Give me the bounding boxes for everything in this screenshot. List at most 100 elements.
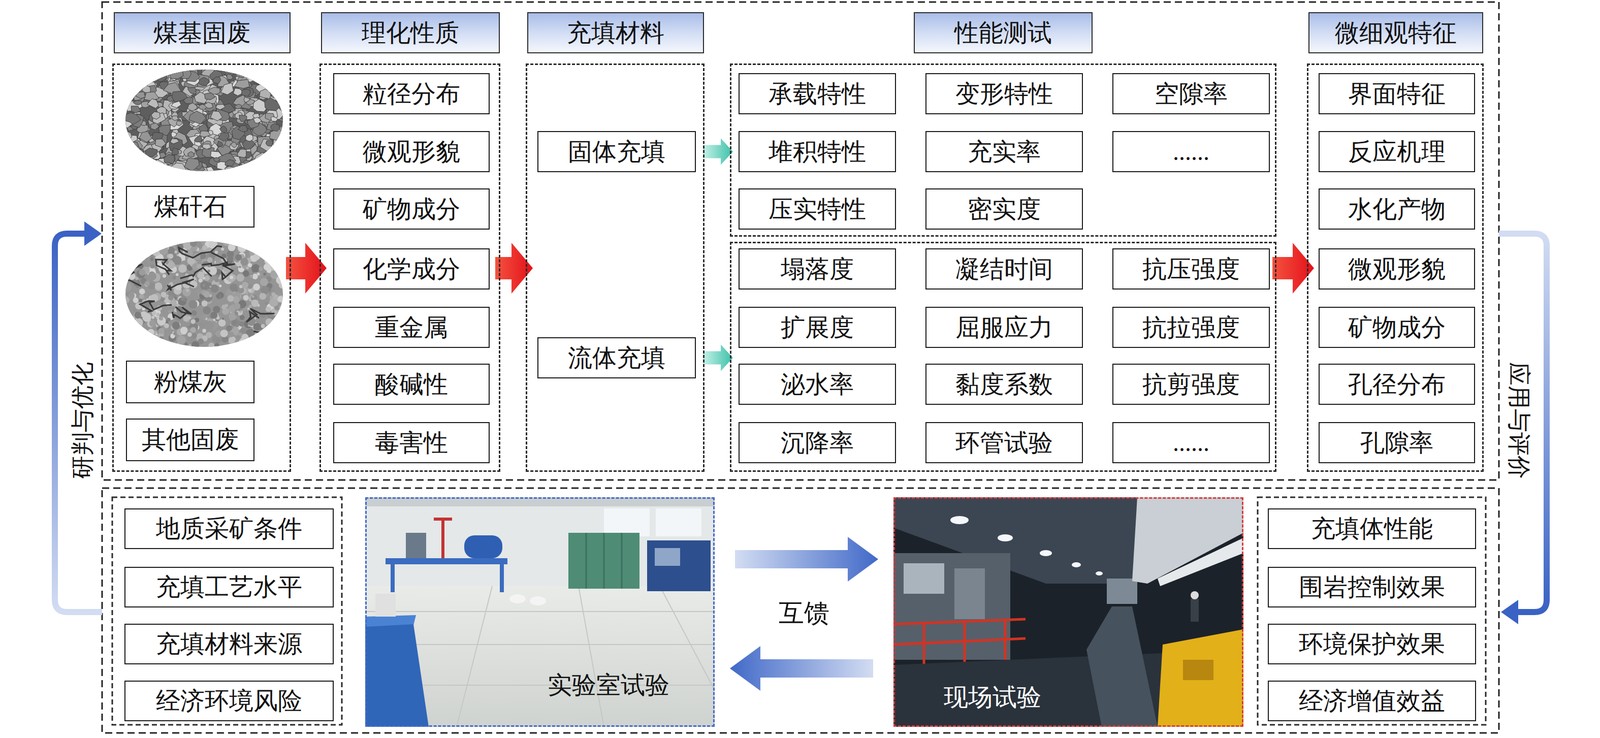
attribute-box: 抗压强度 — [1112, 248, 1270, 290]
box-label: 重金属 — [374, 313, 448, 342]
box-label: 充填工艺水平 — [155, 572, 303, 601]
gangue-photo — [121, 66, 290, 178]
fly-ash-texture — [142, 250, 149, 258]
gangue-rocks — [162, 68, 171, 76]
fly-ash-texture — [142, 312, 151, 322]
gangue-rocks — [142, 65, 156, 77]
gangue-rocks — [251, 163, 272, 175]
box-label: 矿物成分 — [362, 195, 461, 223]
gangue-rocks — [272, 81, 289, 92]
condition-frame — [112, 497, 342, 725]
gangue-rocks — [276, 91, 288, 99]
fly-ash-texture — [273, 257, 282, 266]
gangue-rocks — [123, 91, 130, 97]
fly-ash-texture — [272, 294, 279, 300]
gangue-rocks — [131, 106, 141, 114]
column-header: 煤基固废 — [113, 12, 291, 54]
gangue-rocks — [265, 150, 281, 163]
fly-ash-texture — [144, 244, 148, 249]
fly-ash-texture — [196, 289, 202, 295]
fly-ash-texture — [149, 252, 153, 256]
gangue-rocks — [170, 138, 179, 144]
lab-photo — [647, 540, 711, 592]
attribute-box: 毒害性 — [333, 422, 490, 464]
lab-photo — [464, 535, 503, 559]
flow-arrow — [734, 536, 879, 582]
attribute-box: 充填材料来源 — [124, 623, 334, 665]
fly-ash-texture — [234, 289, 238, 293]
feedback-arrow-left — [54, 221, 103, 613]
gangue-rocks — [124, 66, 134, 75]
fly-ash-texture — [151, 247, 161, 256]
box-label: 孔径分布 — [1348, 370, 1446, 399]
gangue-rocks — [237, 167, 246, 174]
gangue-rocks — [125, 96, 133, 102]
feedback-arrow-right — [1498, 233, 1547, 625]
flow-arrow — [729, 646, 874, 691]
fly-ash-texture — [149, 320, 157, 328]
gangue-rocks — [125, 67, 134, 74]
attribute-box: 化学成分 — [333, 248, 490, 290]
fly-ash-texture — [199, 321, 206, 329]
gangue-rocks — [275, 84, 282, 90]
gangue-rocks — [269, 155, 283, 166]
fly-ash-texture — [164, 323, 170, 329]
fly-ash-texture — [218, 284, 222, 287]
gangue-rocks — [148, 167, 158, 175]
fly-ash-texture — [158, 328, 165, 335]
fly-ash-texture — [227, 295, 234, 302]
fly-ash-texture — [274, 241, 277, 244]
fly-ash-texture — [155, 259, 172, 275]
gangue-rocks — [198, 77, 210, 86]
fly-ash-texture — [275, 275, 284, 284]
gangue-rocks — [241, 89, 251, 98]
field-photo — [1086, 606, 1158, 727]
gangue-rocks — [266, 75, 275, 83]
fly-ash-texture — [251, 264, 260, 273]
fly-ash-texture — [134, 345, 139, 350]
box-label: 屈服应力 — [955, 313, 1053, 342]
field-photo — [1190, 598, 1199, 622]
fly-ash-texture — [167, 317, 171, 322]
fly-ash-texture — [124, 328, 128, 331]
fly-ash-texture — [269, 330, 275, 336]
gangue-rocks — [271, 163, 280, 171]
fly-ash-texture — [220, 247, 224, 251]
lab-photo — [365, 624, 429, 727]
gangue-rocks — [227, 74, 234, 80]
gangue-rocks — [277, 80, 288, 88]
lab-photo — [568, 532, 640, 589]
fly-ash-texture — [153, 344, 160, 351]
fly-ash-texture — [272, 343, 282, 352]
fly-ash-texture — [134, 311, 142, 319]
box-label: 微观形貌 — [1348, 254, 1446, 283]
fly-ash-texture — [214, 342, 220, 348]
box-label: 界面特征 — [1348, 79, 1446, 108]
gangue-rocks — [171, 91, 188, 103]
column-header: 性能测试 — [913, 12, 1093, 54]
gangue-rocks — [155, 72, 168, 82]
gangue-rocks — [259, 88, 271, 99]
fly-ash-texture — [122, 282, 132, 292]
gangue-rocks — [243, 97, 250, 103]
field-photo — [954, 568, 985, 620]
fly-ash-texture — [144, 256, 148, 260]
field-photo — [1106, 578, 1138, 604]
fly-ash-texture — [279, 246, 283, 250]
fly-ash-texture — [228, 336, 237, 344]
fly-ash-texture — [139, 269, 146, 276]
gangue-rocks — [224, 166, 236, 175]
fly-ash-texture — [207, 257, 213, 263]
attribute-box: 粉煤灰 — [125, 360, 255, 404]
fly-ash-texture — [139, 249, 142, 253]
attribute-box: 黏度系数 — [925, 363, 1083, 405]
fly-ash-texture — [279, 310, 283, 314]
fly-ash-texture — [263, 252, 266, 255]
fly-ash-texture — [158, 316, 164, 321]
gangue-rocks — [260, 77, 270, 85]
gangue-rocks — [155, 139, 167, 148]
gangue-rocks — [254, 158, 269, 171]
gangue-rocks — [220, 82, 234, 95]
gangue-rocks — [215, 104, 226, 110]
attribute-box: 环管试验 — [925, 422, 1083, 464]
